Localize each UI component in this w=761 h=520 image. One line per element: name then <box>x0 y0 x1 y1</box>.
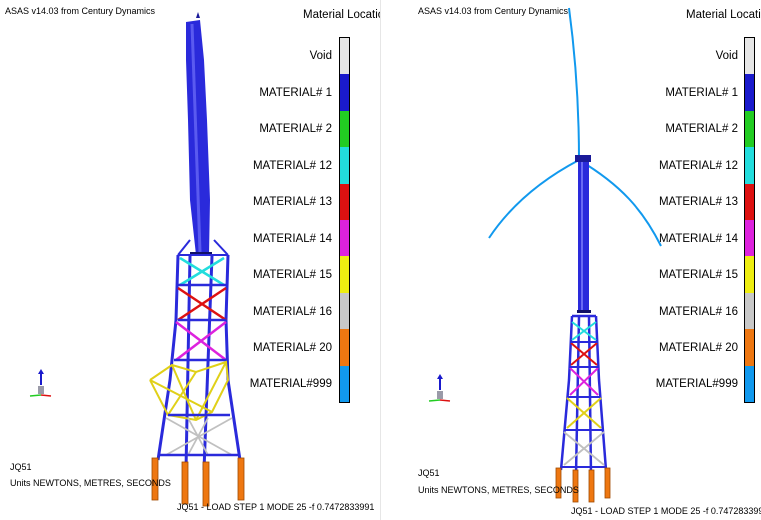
job-name: JQ51 <box>10 462 32 472</box>
bracing-material-16 <box>563 431 605 466</box>
turbine-tower <box>186 12 212 256</box>
jacket-legs <box>156 254 242 471</box>
right-viewport[interactable]: ASAS v14.03 from Century Dynamics Materi… <box>381 0 761 520</box>
software-credit: ASAS v14.03 from Century Dynamics <box>5 6 156 16</box>
jacket-legs <box>559 314 608 476</box>
legend-swatch-material-999 <box>745 365 754 403</box>
legend-swatch-material-12 <box>745 147 754 184</box>
legend-color-bar <box>744 37 755 403</box>
turbine-blades <box>488 7 662 247</box>
legend-swatch-void <box>745 38 754 75</box>
legend-swatch-material-14 <box>745 220 754 257</box>
legend-color-bar <box>339 37 350 403</box>
turbine-tower <box>575 155 591 313</box>
legend-label-material-999: MATERIAL#999 <box>249 378 332 390</box>
legend-label-void: Void <box>715 50 738 62</box>
bracing-material-13 <box>177 286 227 322</box>
legend-title: Material Location <box>303 9 380 21</box>
legend-label-material-14: MATERIAL# 14 <box>252 233 332 245</box>
legend-swatch-material-2 <box>745 110 754 148</box>
legend-label-material-15: MATERIAL# 15 <box>252 269 332 281</box>
legend-label-material-16: MATERIAL# 16 <box>658 306 738 318</box>
bracing-material-15 <box>566 397 602 429</box>
legend-swatch-material-999 <box>340 365 349 403</box>
legend-label-material-1: MATERIAL# 1 <box>259 87 332 99</box>
legend-swatch-material-16 <box>340 292 349 330</box>
software-credit: ASAS v14.03 from Century Dynamics <box>418 6 569 16</box>
legend-label-material-12: MATERIAL# 12 <box>658 160 738 172</box>
legend-label-material-999: MATERIAL#999 <box>655 378 738 390</box>
legend-swatch-material-13 <box>340 183 349 221</box>
piles-material-20 <box>555 467 611 503</box>
legend-label-material-13: MATERIAL# 13 <box>658 196 738 208</box>
bracing-material-16 <box>160 417 240 457</box>
legend-swatch-material-15 <box>745 256 754 293</box>
units-line: Units NEWTONS, METRES, SECONDS <box>418 485 579 495</box>
legend-label-material-13: MATERIAL# 13 <box>252 196 332 208</box>
legend-swatch-void <box>340 38 349 75</box>
left-viewport[interactable]: ASAS v14.03 from Century Dynamics Materi… <box>0 0 380 520</box>
legend-label-material-1: MATERIAL# 1 <box>665 87 738 99</box>
axis-triad-icon <box>428 374 451 402</box>
bracing-material-14 <box>174 321 227 362</box>
axis-triad-icon <box>29 369 52 397</box>
legend-label-material-14: MATERIAL# 14 <box>658 233 738 245</box>
legend-label-material-2: MATERIAL# 2 <box>665 123 738 135</box>
legend-label-material-20: MATERIAL# 20 <box>252 342 332 354</box>
legend-swatch-material-13 <box>745 183 754 221</box>
legend-swatch-material-20 <box>745 329 754 366</box>
legend-label-material-16: MATERIAL# 16 <box>252 306 332 318</box>
viewport-divider <box>380 0 381 520</box>
bracing-material-12 <box>178 256 228 287</box>
units-line: Units NEWTONS, METRES, SECONDS <box>10 478 171 488</box>
legend-label-material-15: MATERIAL# 15 <box>658 269 738 281</box>
legend-label-material-12: MATERIAL# 12 <box>252 160 332 172</box>
job-name: JQ51 <box>418 468 440 478</box>
load-step-line: JQ51 - LOAD STEP 1 MODE 25 -f 0.74728339… <box>177 502 375 512</box>
load-step-line: JQ51 - LOAD STEP 1 MODE 25 -f 0.74728339… <box>571 506 761 516</box>
bracing-material-13 <box>570 342 598 366</box>
legend-swatch-material-20 <box>340 329 349 366</box>
bracing-material-15 <box>149 360 230 422</box>
structure-model[interactable] <box>0 0 380 520</box>
bracing-material-14 <box>569 367 599 396</box>
legend-swatch-material-15 <box>340 256 349 293</box>
piles-material-20 <box>151 457 245 507</box>
legend-swatch-material-14 <box>340 220 349 257</box>
legend-label-void: Void <box>309 50 332 62</box>
legend-swatch-material-16 <box>745 292 754 330</box>
structure-model[interactable] <box>381 0 761 520</box>
legend-label-material-2: MATERIAL# 2 <box>259 123 332 135</box>
legend-swatch-material-1 <box>745 74 754 111</box>
legend-swatch-material-1 <box>340 74 349 111</box>
bracing-material-12 <box>571 321 597 341</box>
legend-swatch-material-2 <box>340 110 349 148</box>
legend-title: Material Location <box>686 9 761 21</box>
legend-label-material-20: MATERIAL# 20 <box>658 342 738 354</box>
legend-swatch-material-12 <box>340 147 349 184</box>
